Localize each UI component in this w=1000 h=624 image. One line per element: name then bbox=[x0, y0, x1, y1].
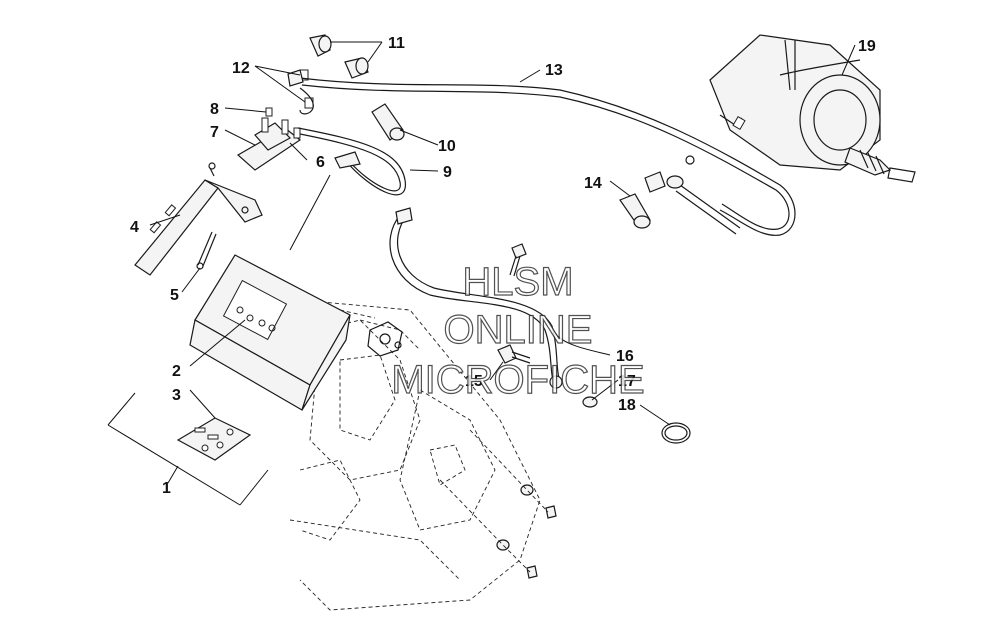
callout-13: 13 bbox=[545, 62, 563, 79]
terminal-boots-11 bbox=[309, 34, 369, 79]
callout-17: 17 bbox=[618, 373, 636, 390]
callout-labels: 1 2 3 4 5 6 7 8 9 10 11 12 13 14 15 16 1… bbox=[130, 35, 876, 497]
callout-11: 11 bbox=[388, 35, 405, 52]
callout-3: 3 bbox=[172, 387, 181, 404]
cable-9 bbox=[297, 127, 406, 196]
callout-7: 7 bbox=[210, 124, 219, 141]
callout-5: 5 bbox=[170, 287, 179, 304]
watermark-line-2: ONLINE bbox=[444, 308, 593, 352]
callout-15: 15 bbox=[465, 373, 483, 390]
bolt-5 bbox=[196, 231, 217, 270]
callout-2: 2 bbox=[172, 363, 181, 380]
frame-fasteners bbox=[439, 429, 557, 579]
watermark-line-3: MICROFICHE bbox=[391, 358, 644, 402]
callout-1: 1 bbox=[162, 480, 171, 497]
terminal-kit bbox=[176, 417, 252, 461]
bolt-near-16 bbox=[509, 243, 527, 277]
starter-cable-end bbox=[644, 155, 741, 235]
leader-lines bbox=[149, 41, 856, 484]
callout-18: 18 bbox=[618, 397, 636, 414]
starter-motor bbox=[709, 34, 916, 183]
chassis-frame bbox=[289, 299, 541, 611]
terminal-boot-14 bbox=[619, 193, 651, 229]
battery-bracket bbox=[134, 162, 263, 276]
terminal-boot-10 bbox=[371, 103, 405, 141]
washer-17 bbox=[582, 396, 598, 408]
bolt-15 bbox=[497, 344, 531, 364]
callout-10: 10 bbox=[438, 138, 456, 155]
kit-bracket bbox=[107, 392, 269, 506]
callout-16: 16 bbox=[616, 348, 634, 365]
watermark-line-1: HLSM bbox=[462, 260, 573, 304]
callout-8: 8 bbox=[210, 101, 219, 118]
cable-13 bbox=[287, 69, 796, 236]
callout-14: 14 bbox=[584, 175, 602, 192]
callout-4: 4 bbox=[130, 219, 139, 236]
cable-16 bbox=[389, 207, 563, 389]
callout-9: 9 bbox=[443, 164, 452, 181]
callout-19: 19 bbox=[858, 38, 876, 55]
cable-tie-18 bbox=[661, 422, 691, 444]
callout-12: 12 bbox=[232, 60, 250, 77]
starter-solenoid bbox=[236, 117, 302, 171]
watermark: HLSM ONLINE MICROFICHE bbox=[391, 259, 646, 402]
callout-6: 6 bbox=[316, 154, 325, 171]
battery bbox=[189, 254, 351, 411]
